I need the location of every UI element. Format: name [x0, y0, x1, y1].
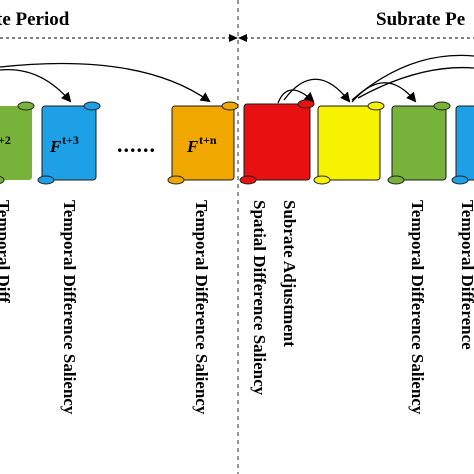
arrow-to-orange: [0, 62, 211, 103]
frame-blue-right: [451, 105, 474, 185]
scroll-body: [243, 103, 311, 181]
scroll-bottom-curl: [239, 175, 257, 185]
scroll-top-curl: [17, 101, 35, 111]
frame-label-sup: +2: [0, 133, 11, 147]
scroll-bottom-curl: [451, 175, 469, 185]
vertical-label-temporal-4: Temporal Difference: [458, 200, 474, 350]
scroll-top-curl: [433, 101, 451, 111]
scroll-bottom-curl: [167, 175, 185, 185]
scroll-body: [317, 105, 381, 181]
scroll-bottom-curl: [37, 175, 55, 185]
scroll-bottom-curl: [387, 175, 405, 185]
vertical-label-temporal-3: Temporal Difference Saliency: [408, 200, 427, 415]
frame-green-right: [387, 101, 451, 185]
period-arrow-right-icon: [229, 34, 238, 42]
frame-orange: F t+n: [167, 101, 239, 185]
period-arrow-left-icon: [238, 34, 247, 42]
vertical-label-spatial: Spatial Difference Saliency: [250, 200, 269, 396]
frame-blue-left: F t+3: [37, 101, 101, 185]
scroll-body: [391, 105, 447, 181]
arrow-to-blue-left: [0, 68, 72, 103]
left-period-label: te Period: [0, 9, 70, 30]
scroll-top-curl: [83, 101, 101, 111]
frame-red: [239, 99, 315, 185]
scroll-body: [0, 106, 32, 180]
scroll-top-curl: [367, 101, 385, 111]
arrow-yellow-to-far-right: [357, 66, 474, 99]
frame-label-main: F: [49, 137, 62, 156]
scroll-body: [171, 105, 235, 181]
frame-yellow: [313, 101, 385, 185]
arrow-red-to-yellow: [283, 78, 351, 103]
arrow-yellow-to-right: [351, 54, 474, 101]
scroll-bottom-curl: [0, 176, 5, 184]
frame-label-main: F: [186, 137, 199, 156]
right-period-label: Subrate Pe: [376, 9, 465, 30]
scroll-top-curl: [221, 101, 239, 111]
scroll-body: [455, 105, 474, 181]
frame-label-sup: t+n: [199, 133, 217, 147]
scroll-top-curl: [297, 99, 315, 109]
frame-green-left: +2: [0, 101, 35, 184]
scroll-body: [41, 105, 97, 181]
vertical-label-partial: Temporal Diff: [0, 200, 13, 303]
frame-label-sup: t+3: [62, 133, 79, 147]
vertical-label-subrate: Subrate Adjustment: [280, 200, 299, 347]
vertical-label-temporal-1: Temporal Difference Saliency: [60, 200, 79, 415]
vertical-label-temporal-2: Temporal Difference Saliency: [192, 200, 211, 415]
scroll-bottom-curl: [313, 175, 331, 185]
ellipsis: ......: [117, 132, 156, 157]
